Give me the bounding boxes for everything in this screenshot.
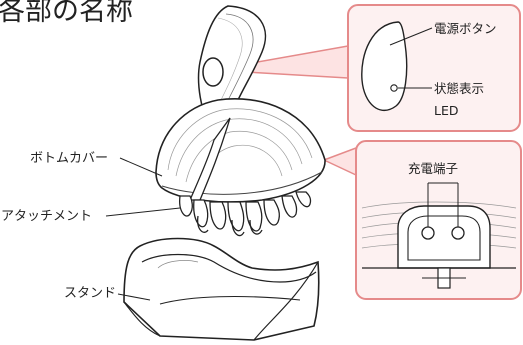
attachment-label: アタッチメント xyxy=(1,209,92,224)
callout-power-led: 電源ボタン 状態表示 LED xyxy=(347,4,521,132)
stand-label: スタンド xyxy=(64,286,116,301)
power-button-on-device xyxy=(202,57,224,87)
power-button-label: 電源ボタン xyxy=(434,21,497,36)
power-button-leader xyxy=(389,27,433,46)
terminal-pin-left xyxy=(421,226,435,240)
device-bottom-cover xyxy=(155,98,326,203)
status-led-dot xyxy=(390,84,398,92)
attachment-leader xyxy=(105,207,181,217)
terminal-housing xyxy=(397,205,491,269)
terminal-inner xyxy=(407,215,481,261)
diagram-title: 各部の名称 xyxy=(0,0,133,27)
callout-connector-bottom xyxy=(323,147,357,176)
stand xyxy=(123,237,320,341)
status-led-label-line2: LED xyxy=(434,103,459,118)
charging-terminal-label: 充電端子 xyxy=(408,161,458,176)
stand-leader xyxy=(117,293,151,301)
status-led-label-line1: 状態表示 xyxy=(434,81,484,96)
bottom-cover-leader xyxy=(119,157,163,177)
bottom-cover-label: ボトムカバー xyxy=(30,151,108,166)
terminal-pin-right xyxy=(451,226,465,240)
device-attachment-nubs xyxy=(179,191,312,237)
callout-charging-terminal: 充電端子 xyxy=(355,140,522,300)
